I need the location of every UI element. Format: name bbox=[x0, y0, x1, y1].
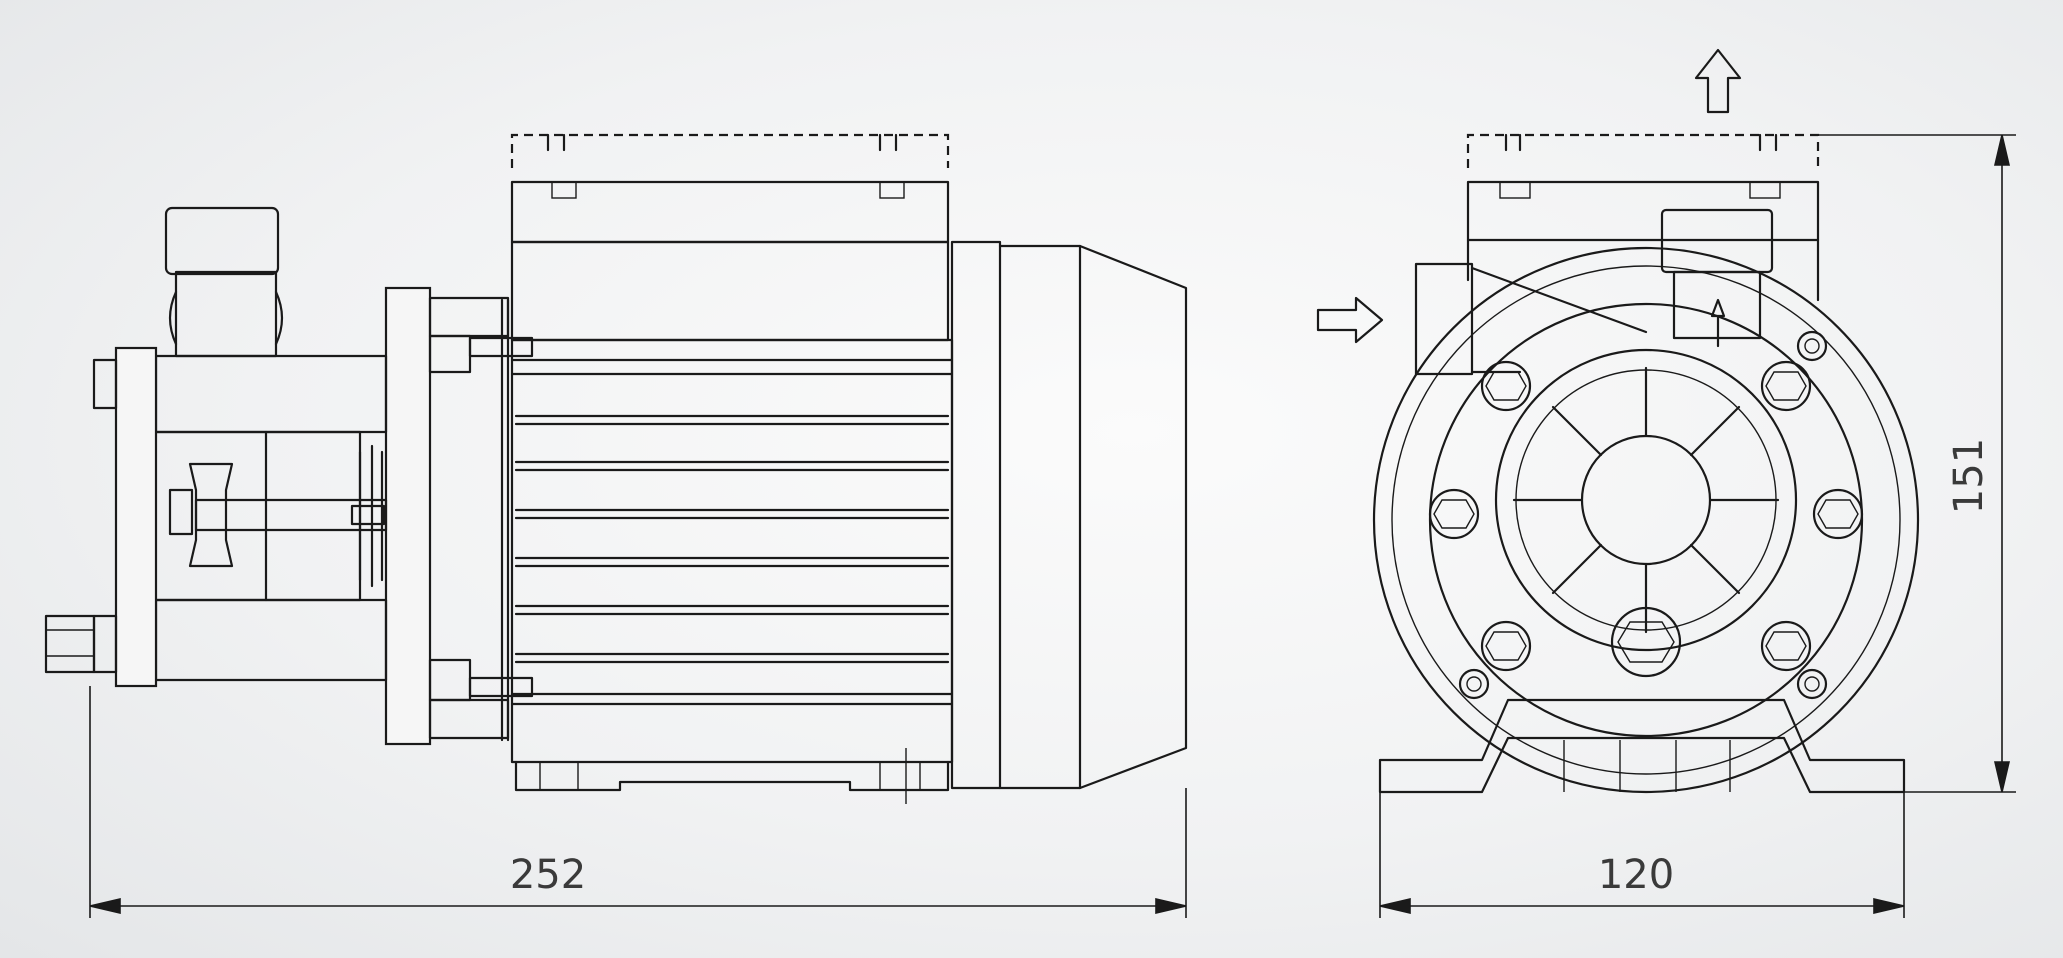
inlet-arrow-icon bbox=[1316, 296, 1384, 344]
pump-base bbox=[1378, 698, 1906, 794]
height-label: 151 bbox=[1946, 438, 1992, 514]
pump-housing bbox=[154, 354, 388, 434]
pump-side-view bbox=[44, 133, 1188, 804]
discharge-fitting bbox=[164, 206, 280, 276]
discharge-nozzle bbox=[174, 270, 278, 358]
end-plate bbox=[950, 240, 1002, 790]
cover-spokes bbox=[1512, 366, 1780, 634]
dimension-length: 252 bbox=[89, 686, 1187, 918]
bolt bbox=[92, 614, 118, 674]
tie-rod bbox=[468, 336, 534, 358]
tie-rod bbox=[468, 676, 534, 698]
drain-plug bbox=[1610, 606, 1682, 678]
cover-bolts bbox=[1428, 360, 1864, 678]
terminal-box-front bbox=[1466, 180, 1820, 242]
cooling-fins bbox=[510, 358, 954, 706]
inlet-pipe bbox=[1414, 262, 1474, 376]
dimension-height: 151 bbox=[1818, 134, 2016, 793]
width-label: 120 bbox=[1598, 852, 1674, 898]
shaft bbox=[194, 498, 388, 532]
pump-front-view bbox=[1316, 48, 1920, 794]
outlet-arrow-icon bbox=[1694, 48, 1742, 114]
flow-arrow-icon bbox=[1710, 298, 1726, 348]
bolt bbox=[92, 358, 118, 410]
flange bbox=[384, 286, 432, 746]
length-label: 252 bbox=[510, 852, 586, 898]
motor-body bbox=[510, 338, 954, 764]
terminal-box bbox=[510, 180, 950, 244]
motor-outline bbox=[1372, 246, 1920, 794]
dimension-width: 120 bbox=[1379, 792, 1905, 918]
pump-cover bbox=[114, 346, 158, 688]
